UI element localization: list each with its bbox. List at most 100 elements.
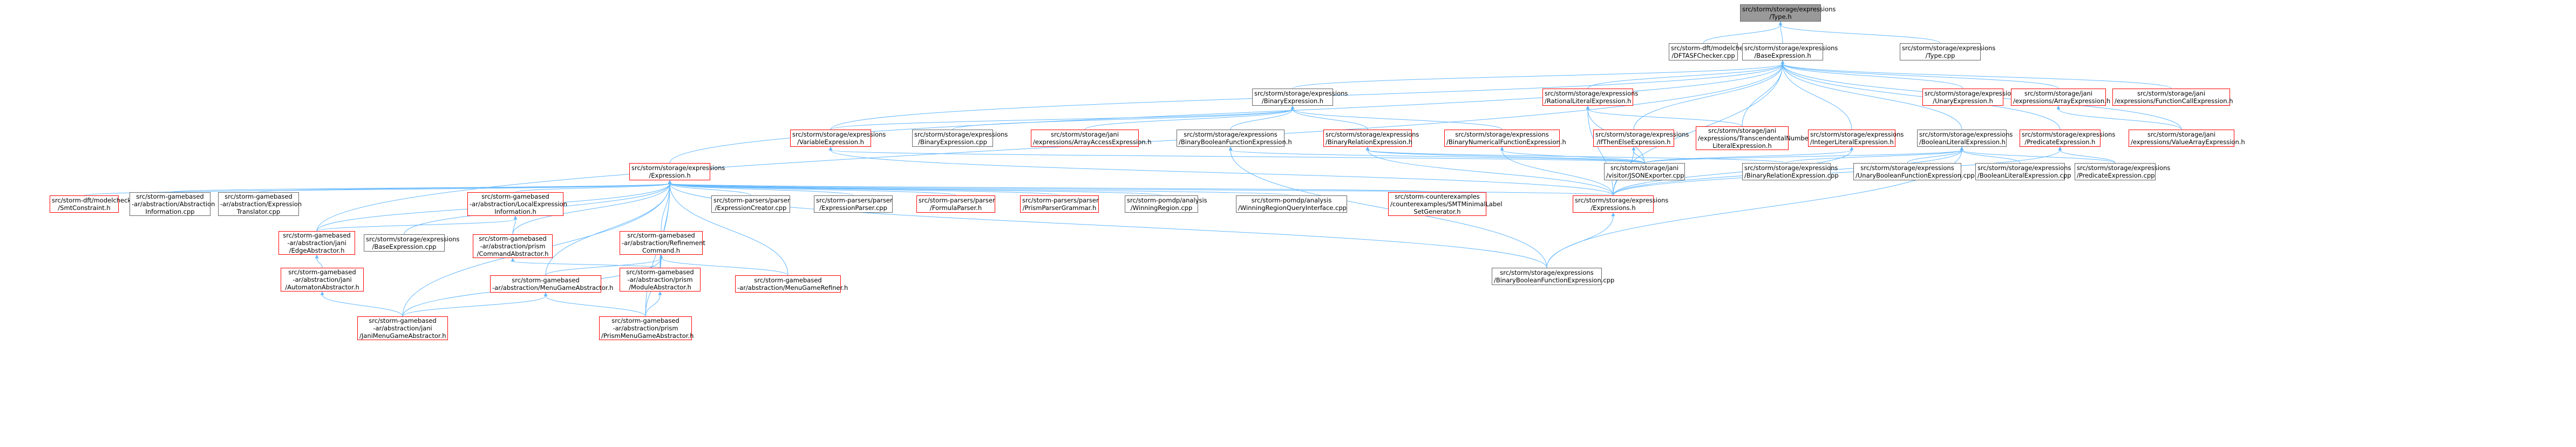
edge-binary_numerical_h-to-binary_expression_h bbox=[1290, 105, 1503, 130]
node-base-expression-h[interactable]: src/storm/storage/expressions/BaseExpres… bbox=[1742, 43, 1838, 60]
node-function-call-h[interactable]: src/storm/storage/jani/expressions/Funct… bbox=[2112, 89, 2233, 106]
node-smt-constraint[interactable]: src/storm-dft/modelchecker/SmtConstraint… bbox=[50, 195, 138, 213]
node-refinement-command-line-2: -ar/abstraction/Refinement bbox=[622, 239, 705, 247]
node-expression-translator[interactable]: src/storm-gamebased-ar/abstraction/Expre… bbox=[218, 192, 302, 216]
node-winning-region-query[interactable]: src/storm-pomdp/analysis/WinningRegionQu… bbox=[1236, 195, 1347, 213]
node-binary-boolean-cpp-line-2: /BinaryBooleanFunctionExpression.cpp bbox=[1494, 276, 1615, 284]
node-integer-literal-h-line-1: src/storm/storage/expressions bbox=[1810, 131, 1904, 138]
node-integer-literal-h[interactable]: src/storm/storage/expressions/IntegerLit… bbox=[1808, 130, 1904, 147]
node-binary-relation-cpp[interactable]: src/storm/storage/expressions/BinaryRela… bbox=[1742, 163, 1839, 180]
node-smt-constraint-line-2: /SmtConstraint.h bbox=[58, 204, 111, 212]
edge-edge_abstractor-to-base_expression_h bbox=[316, 60, 1785, 232]
node-dft-min-label-line-2: /counterexamples/SMTMinimalLabel bbox=[1390, 200, 1503, 208]
edge-json_exporter-to-variable_expression_h bbox=[828, 146, 1645, 164]
node-prism-menu-game-line-2: -ar/abstraction/prism bbox=[613, 324, 678, 332]
node-boolean-literal-h[interactable]: src/storm/storage/expressions/BooleanLit… bbox=[1917, 130, 2013, 147]
node-menu-game-refiner[interactable]: src/storm-gamebased-ar/abstraction/MenuG… bbox=[735, 275, 848, 293]
node-menu-game-abstractor[interactable]: src/storm-gamebased-ar/abstraction/MenuG… bbox=[490, 275, 613, 293]
node-binary-numerical-h[interactable]: src/storm/storage/expressions/BinaryNume… bbox=[1444, 130, 1566, 147]
node-unary-boolean-cpp-line-2: /UnaryBooleanFunctionExpression.cpp bbox=[1855, 172, 1975, 179]
node-expression-creator[interactable]: src/storm-parsers/parser/ExpressionCreat… bbox=[711, 195, 790, 213]
node-local-expression-info-line-2: -ar/abstraction/LocalExpression bbox=[470, 200, 567, 208]
node-type-cpp-line-2: /Type.cpp bbox=[1925, 52, 1955, 59]
node-array-access-h-line-2: /expressions/ArrayAccessExpression.h bbox=[1033, 138, 1152, 146]
node-module-abstractor-line-3: /ModuleAbstractor.h bbox=[629, 283, 691, 291]
node-module-abstractor[interactable]: src/storm-gamebased-ar/abstraction/prism… bbox=[620, 268, 701, 292]
node-winning-region-query-line-1: src/storm-pomdp/analysis bbox=[1251, 197, 1332, 204]
node-automaton-abstractor[interactable]: src/storm-gamebased-ar/abstraction/jani/… bbox=[281, 268, 364, 292]
node-rational-literal-h[interactable]: src/storm/storage/expressions/RationalLi… bbox=[1542, 89, 1638, 106]
node-prism-menu-game[interactable]: src/storm-gamebased-ar/abstraction/prism… bbox=[599, 316, 694, 340]
node-type-cpp[interactable]: src/storm/storage/expressions/Type.cpp bbox=[1900, 43, 1995, 60]
node-transcendental-h[interactable]: src/storm/storage/jani/expressions/Trans… bbox=[1696, 126, 1811, 150]
node-base-expression-cpp-line-2: /BaseExpression.cpp bbox=[372, 243, 437, 250]
node-boolean-literal-cpp-line-1: src/storm/storage/expressions bbox=[1977, 164, 2071, 172]
node-boolean-literal-h-line-2: /BooleanLiteralExpression.h bbox=[1919, 138, 2006, 146]
node-binary-boolean-function-h[interactable]: src/storm/storage/expressions/BinaryBool… bbox=[1177, 130, 1292, 147]
edge-prism_menu_game-to-module_abstractor bbox=[645, 291, 662, 317]
node-binary-expression-h[interactable]: src/storm/storage/expressions/BinaryExpr… bbox=[1252, 89, 1348, 106]
edge-type_cpp-to-type_h bbox=[1778, 21, 1941, 44]
node-array-access-h-line-1: src/storm/storage/jani bbox=[1050, 131, 1119, 138]
node-json-exporter[interactable]: src/storm/storage/jani/visitor/JSONExpor… bbox=[1604, 163, 1685, 180]
node-variable-expression-h[interactable]: src/storm/storage/expressions/VariableEx… bbox=[790, 130, 886, 147]
node-predicate-h[interactable]: src/storm/storage/expressions/PredicateE… bbox=[2020, 130, 2115, 147]
node-expression-parser[interactable]: src/storm-parsers/parser/ExpressionParse… bbox=[814, 195, 893, 213]
edge-automaton_abstractor-to-edge_abstractor bbox=[315, 254, 323, 268]
node-expressions-h[interactable]: src/storm/storage/expressions/Expression… bbox=[1573, 195, 1668, 213]
node-base-expression-cpp[interactable]: src/storm/storage/expressions/BaseExpres… bbox=[364, 234, 459, 252]
node-formula-parser[interactable]: src/storm-parsers/parser/FormulaParser.h bbox=[916, 195, 995, 213]
edge-winning_region_query-to-expression_h bbox=[668, 180, 1292, 196]
node-winning-region[interactable]: src/storm-pomdp/analysis/WinningRegion.c… bbox=[1125, 195, 1207, 213]
node-dft-min-label[interactable]: src/storm-counterexamples/counterexample… bbox=[1388, 192, 1503, 216]
edge-smt_constraint-to-expression_h bbox=[84, 180, 672, 196]
node-refinement-command[interactable]: src/storm-gamebased-ar/abstraction/Refin… bbox=[620, 231, 705, 255]
node-ite-h[interactable]: src/storm/storage/expressions/IfThenElse… bbox=[1593, 130, 1689, 147]
node-binary-boolean-cpp[interactable]: src/storm/storage/expressions/BinaryBool… bbox=[1492, 268, 1615, 285]
edge-local_expression_info-to-expression_h bbox=[515, 180, 672, 193]
node-smt-constraint-line-1: src/storm-dft/modelchecker bbox=[52, 197, 138, 204]
node-base-expression-h-line-1: src/storm/storage/expressions bbox=[1744, 44, 1838, 52]
node-array-access-h[interactable]: src/storm/storage/jani/expressions/Array… bbox=[1031, 130, 1152, 147]
edge-expression_creator-to-expression_h bbox=[668, 180, 751, 196]
node-edge-abstractor[interactable]: src/storm-gamebased-ar/abstraction/jani/… bbox=[278, 231, 355, 255]
node-abstraction-info-cpp-line-1: src/storm-gamebased bbox=[136, 193, 204, 200]
node-command-abstractor[interactable]: src/storm-gamebased-ar/abstraction/prism… bbox=[473, 234, 553, 258]
node-abstraction-info-cpp-line-3: Information.cpp bbox=[145, 208, 195, 215]
node-unary-boolean-cpp[interactable]: src/storm/storage/expressions/UnaryBoole… bbox=[1853, 163, 1975, 180]
node-array-expression-h[interactable]: src/storm/storage/jani/expressions/Array… bbox=[2011, 89, 2110, 106]
node-binary-expression-cpp[interactable]: src/storm/storage/expressions/BinaryExpr… bbox=[912, 130, 1008, 147]
node-dftasf-checker[interactable]: src/storm-dft/modelchecker/DFTASFChecker… bbox=[1669, 43, 1756, 60]
node-variable-expression-h-line-2: /VariableExpression.h bbox=[797, 138, 864, 146]
node-jani-menu-game-line-2: -ar/abstraction/jani bbox=[373, 324, 432, 332]
node-binary-expression-h-line-1: src/storm/storage/expressions bbox=[1254, 90, 1348, 97]
node-predicate-cpp-line-1: src/storm/storage/expressions bbox=[2077, 164, 2171, 172]
node-prism-parser-grammar[interactable]: src/storm-parsers/parser/PrismParserGram… bbox=[1020, 195, 1099, 213]
node-prism-menu-game-line-3: /PrismMenuGameAbstractor.h bbox=[601, 332, 694, 340]
edge-dftasf_checker-to-type_h bbox=[1703, 21, 1783, 44]
node-value-array-h[interactable]: src/storm/storage/jani/expressions/Value… bbox=[2129, 130, 2245, 147]
node-variable-expression-h-line-1: src/storm/storage/expressions bbox=[792, 131, 886, 138]
node-abstraction-info-cpp[interactable]: src/storm-gamebased-ar/abstraction/Abstr… bbox=[130, 192, 215, 216]
edge-binary_expression_h-to-base_expression_h bbox=[1292, 60, 1785, 89]
edge-expression_translator-to-expression_h bbox=[258, 180, 672, 193]
edge-expressions_h-to-binary_numerical_h bbox=[1500, 146, 1614, 196]
node-local-expression-info[interactable]: src/storm-gamebased-ar/abstraction/Local… bbox=[467, 192, 567, 216]
node-type-h[interactable]: src/storm/storage/expressions/Type.h bbox=[1740, 4, 1836, 22]
node-unary-expression-h[interactable]: src/storm/storage/expressions/UnaryExpre… bbox=[1922, 89, 2018, 106]
node-binary-relation-h[interactable]: src/storm/storage/expressions/BinaryRela… bbox=[1323, 130, 1419, 147]
edge-menu_game_abstractor-to-expression_h bbox=[545, 180, 672, 276]
edge-json_exporter-to-binary_numerical_h bbox=[1500, 146, 1645, 164]
edge-binary_expression_cpp-to-binary_expression_h bbox=[952, 105, 1295, 130]
edge-expression_h-to-base_expression_h bbox=[669, 60, 1785, 164]
node-ite-h-line-1: src/storm/storage/expressions bbox=[1595, 131, 1689, 138]
node-dft-min-label-line-3: SetGenerator.h bbox=[1413, 208, 1461, 215]
node-expression-h-line-2: /Expression.h bbox=[649, 172, 691, 179]
edge-expression_parser-to-expression_h bbox=[668, 180, 854, 196]
node-menu-game-refiner-line-2: -ar/abstraction/MenuGameRefiner.h bbox=[737, 284, 848, 292]
node-expression-h[interactable]: src/storm/storage/expressions/Expression… bbox=[629, 163, 725, 180]
node-jani-menu-game[interactable]: src/storm-gamebased-ar/abstraction/jani/… bbox=[357, 316, 448, 340]
node-predicate-cpp[interactable]: src/storm/storage/expressions/PredicateE… bbox=[2075, 163, 2171, 180]
node-base-expression-h-line-2: /BaseExpression.h bbox=[1754, 52, 1811, 59]
node-boolean-literal-cpp[interactable]: src/storm/storage/expressions/BooleanLit… bbox=[1975, 163, 2071, 180]
